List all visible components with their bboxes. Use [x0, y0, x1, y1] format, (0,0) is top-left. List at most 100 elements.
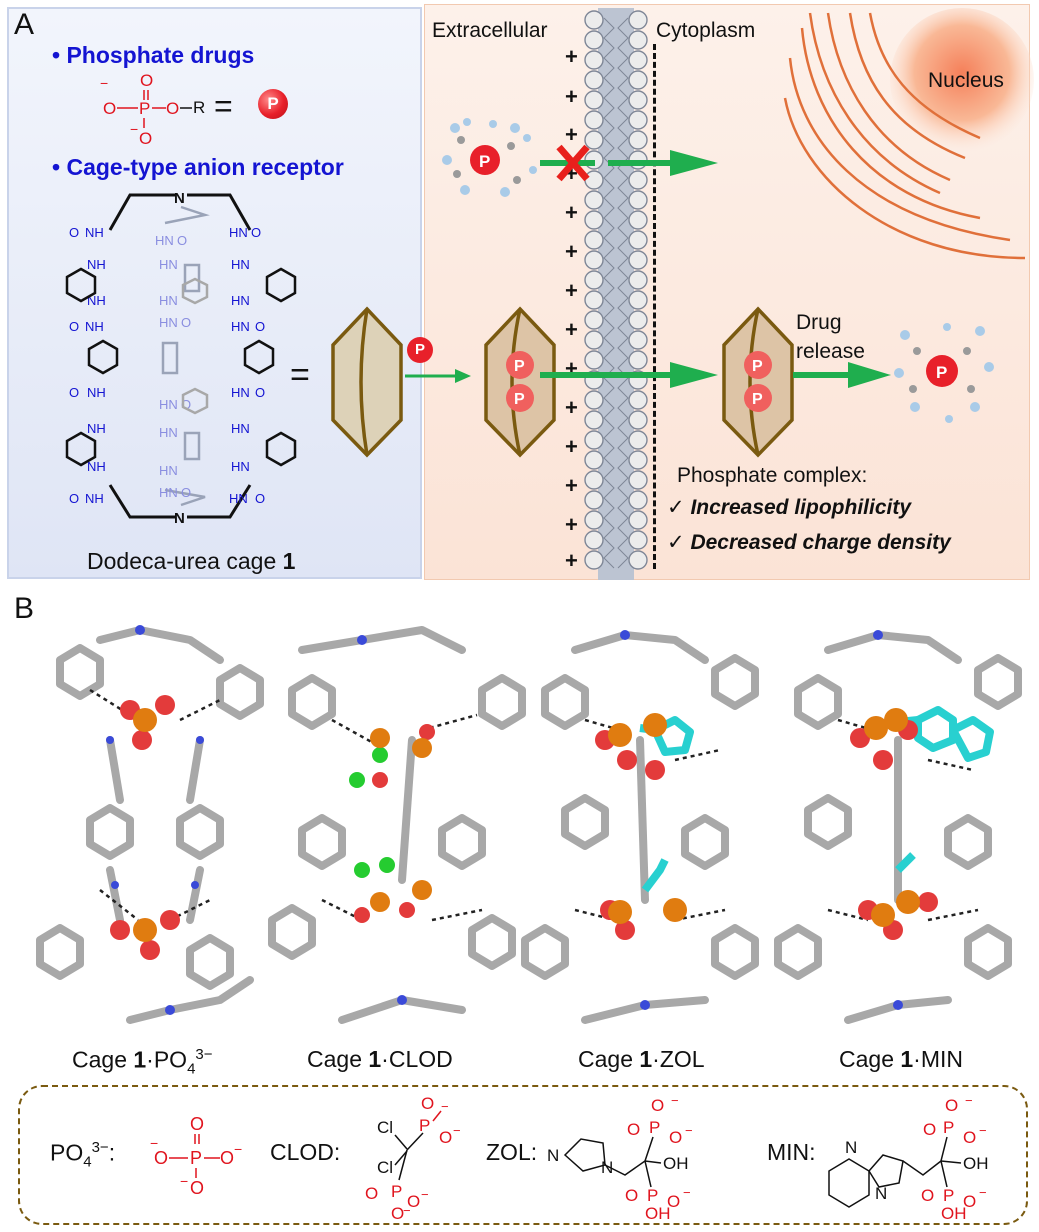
- plus-sign: +: [565, 278, 578, 303]
- svg-text:N: N: [875, 1184, 887, 1203]
- svg-text:NH: NH: [87, 385, 106, 400]
- cell-membrane-bilayer: [584, 8, 648, 580]
- svg-text:−: −: [979, 1185, 987, 1200]
- svg-text:HN: HN: [229, 491, 248, 506]
- drug-release-label: Drug release: [796, 308, 865, 366]
- arrow-through-membrane: [540, 362, 718, 388]
- caption-suffix: ·ZOL: [652, 1046, 705, 1072]
- caption-cage-min: Cage 1·MIN: [839, 1046, 963, 1073]
- caption-prefix: Cage: [839, 1046, 901, 1072]
- svg-text:−: −: [403, 1203, 411, 1218]
- complex-benefit-2: ✓ Decreased charge density: [667, 530, 951, 555]
- loaded-cage-icon-entering: P P: [484, 306, 556, 458]
- caption-prefix: Cage: [578, 1046, 640, 1072]
- svg-text:−: −: [421, 1187, 429, 1202]
- caption-cage-po4: Cage 1·PO43−: [72, 1046, 213, 1077]
- svg-text:OH: OH: [645, 1204, 671, 1223]
- svg-text:HN: HN: [159, 293, 178, 308]
- caption-number: 1: [368, 1046, 382, 1072]
- plus-sign: +: [565, 512, 578, 537]
- plus-sign: +: [565, 434, 578, 459]
- cage-receptor-text: Cage-type anion receptor: [66, 154, 344, 180]
- svg-text:N: N: [174, 190, 185, 207]
- svg-text:O: O: [220, 1148, 234, 1168]
- svg-text:Cl: Cl: [377, 1118, 393, 1137]
- svg-text:−: −: [441, 1099, 449, 1114]
- complex-benefit-2-text: Decreased charge density: [690, 531, 951, 554]
- svg-text:−: −: [979, 1123, 987, 1138]
- anion-structures-legend: [18, 1085, 1028, 1225]
- svg-text:P: P: [752, 391, 763, 408]
- svg-text:N: N: [845, 1138, 857, 1157]
- svg-text:O: O: [69, 319, 79, 334]
- svg-text:−: −: [130, 121, 138, 137]
- svg-text:O: O: [140, 71, 153, 90]
- svg-text:O: O: [166, 99, 179, 118]
- legend-po4-text: PO: [50, 1139, 84, 1166]
- svg-text:O: O: [963, 1192, 976, 1211]
- svg-text:HN: HN: [155, 233, 174, 248]
- svg-text:O: O: [255, 385, 265, 400]
- svg-text:O: O: [439, 1128, 452, 1147]
- svg-text:N: N: [547, 1146, 559, 1165]
- phosphate-ball-label: P: [267, 94, 279, 113]
- panel-a-label: A: [14, 8, 35, 41]
- svg-text:HN: HN: [231, 421, 250, 436]
- svg-text:O: O: [421, 1094, 434, 1113]
- svg-text:NH: NH: [85, 491, 104, 506]
- svg-text:NH: NH: [87, 257, 106, 272]
- svg-text:NH: NH: [87, 293, 106, 308]
- svg-text:O: O: [407, 1192, 420, 1211]
- check-icon: ✓: [667, 496, 685, 519]
- plus-sign: +: [565, 122, 578, 147]
- phosphate-ball-icon: P: [258, 89, 288, 119]
- min-structure: N N OH PO− O− O PO O− OH: [828, 1093, 989, 1223]
- plus-sign: +: [565, 84, 578, 109]
- caption-cage-clod: Cage 1·CLOD: [307, 1046, 453, 1073]
- svg-text:O: O: [667, 1192, 680, 1211]
- red-cross-icon: [556, 144, 590, 182]
- svg-text:O: O: [69, 491, 79, 506]
- svg-text:P: P: [190, 1148, 202, 1168]
- cage-name-number: 1: [282, 548, 296, 574]
- equals-sign-top: =: [214, 88, 233, 124]
- plus-sign: +: [565, 473, 578, 498]
- legend-clod-label: CLOD:: [270, 1139, 341, 1165]
- caption-superscript: 3−: [195, 1046, 213, 1063]
- svg-text:HN: HN: [231, 459, 250, 474]
- svg-text:NH: NH: [87, 459, 106, 474]
- bullet: •: [52, 42, 67, 68]
- svg-text:−: −: [150, 1135, 158, 1151]
- arrow-blocked-entry: [540, 150, 718, 176]
- svg-text:−: −: [965, 1093, 973, 1108]
- caption-prefix: Cage: [307, 1046, 369, 1072]
- legend-po4-subscript: 4: [83, 1153, 92, 1171]
- cage-name-label: Dodeca-urea cage 1: [87, 548, 295, 575]
- svg-text:P: P: [391, 1182, 402, 1201]
- svg-text:P: P: [752, 358, 763, 375]
- svg-text:O: O: [69, 225, 79, 240]
- svg-text:O: O: [103, 99, 116, 118]
- svg-text:P: P: [647, 1186, 658, 1205]
- hydrated-phosphate-cluster-released: P: [894, 323, 994, 423]
- arrow-binding: [405, 369, 471, 383]
- svg-text:−: −: [453, 1123, 461, 1138]
- svg-text:O: O: [255, 491, 265, 506]
- svg-text:HN: HN: [159, 315, 178, 330]
- caption-cage-zol: Cage 1·ZOL: [578, 1046, 705, 1073]
- svg-text:NH: NH: [85, 319, 104, 334]
- svg-text:O: O: [251, 225, 261, 240]
- svg-text:O: O: [921, 1186, 934, 1205]
- svg-text:P: P: [479, 152, 490, 171]
- svg-text:O: O: [365, 1184, 378, 1203]
- svg-text:P: P: [936, 363, 947, 382]
- caption-number: 1: [900, 1046, 914, 1072]
- svg-text:HN: HN: [231, 385, 250, 400]
- svg-text:O: O: [945, 1096, 958, 1115]
- complex-benefit-1: ✓ Increased lipophilicity: [667, 495, 911, 520]
- svg-text:OH: OH: [663, 1154, 689, 1173]
- phosphate-drugs-heading: • Phosphate drugs: [52, 42, 254, 69]
- svg-text:P: P: [139, 99, 150, 118]
- svg-text:HN: HN: [231, 293, 250, 308]
